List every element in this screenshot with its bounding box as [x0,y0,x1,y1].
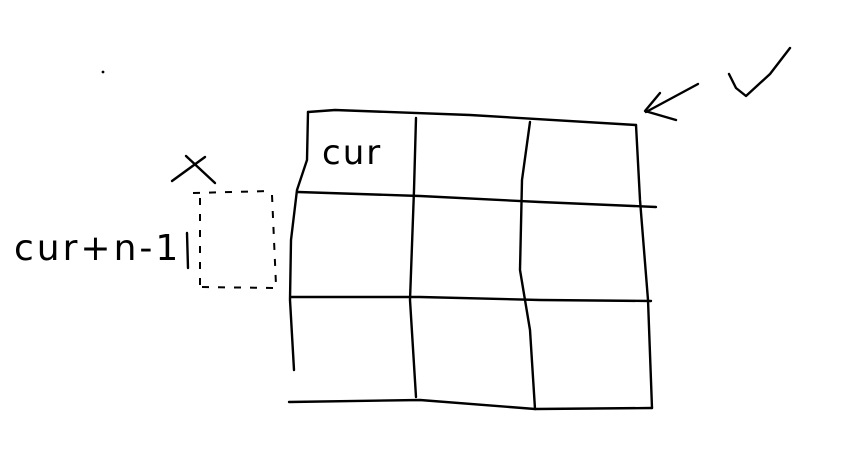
outside-cell-label: cur+n-1 [14,228,182,269]
stray-dot [101,70,105,74]
grid-col-line-2 [518,120,537,411]
grid [287,108,658,411]
arrow-icon [643,82,700,122]
x-mark-icon [170,154,217,185]
grid-top-edge [306,108,638,127]
check-mark-icon [727,46,792,98]
grid-row-line-1 [296,190,658,209]
cell-label-cur: cur [322,133,383,173]
outside-cell-dashed [192,190,277,289]
grid-bottom-edge [287,398,654,411]
grid-right-edge [634,123,654,410]
grid-left-edge [288,110,310,372]
grid-col-line-1 [408,116,418,399]
label-bar [185,231,190,270]
grid-row-line-2 [289,295,653,303]
